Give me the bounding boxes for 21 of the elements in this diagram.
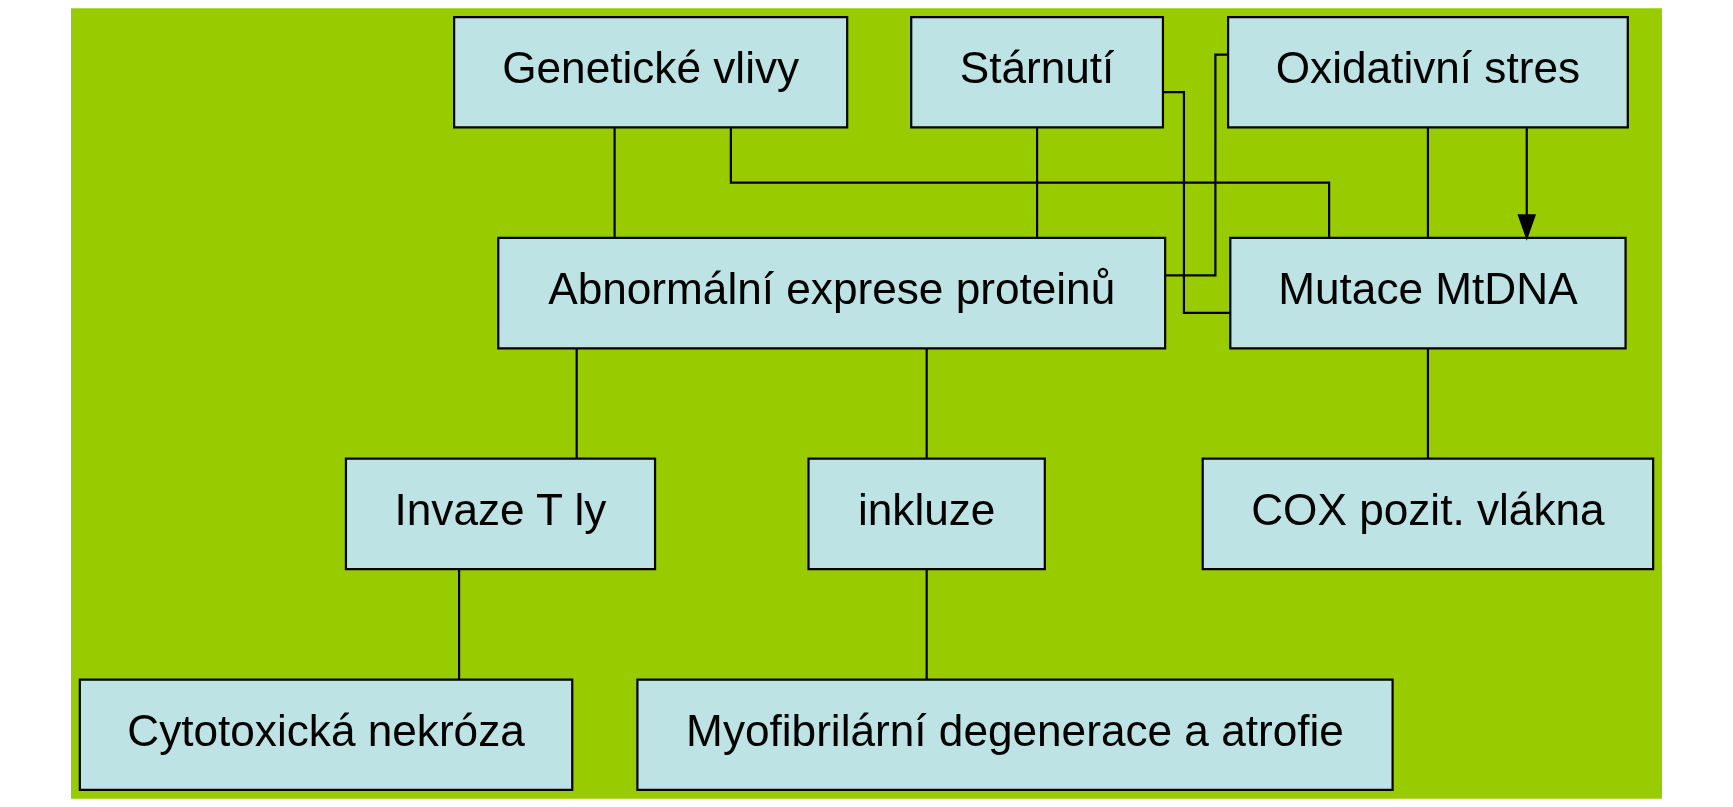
connector bbox=[925, 569, 928, 679]
node-box: Mutace MtDNA bbox=[1229, 236, 1627, 350]
connector bbox=[1426, 128, 1430, 238]
node-box: Oxidativní stres bbox=[1227, 15, 1629, 129]
node-box: Abnormální exprese proteinů bbox=[497, 236, 1167, 350]
node-box: COX pozit. vlákna bbox=[1201, 457, 1655, 571]
connector bbox=[1165, 53, 1229, 277]
node-box: Cytotoxická nekróza bbox=[78, 678, 574, 792]
connector bbox=[925, 348, 928, 459]
arrow bbox=[1517, 128, 1537, 241]
connector bbox=[1426, 348, 1430, 459]
connector bbox=[613, 128, 616, 238]
node-box: Genetické vlivy bbox=[453, 15, 849, 129]
node-box: inkluze bbox=[807, 457, 1046, 571]
connector bbox=[575, 348, 578, 459]
node-box: Myofibrilární degenerace a atrofie bbox=[636, 678, 1394, 792]
node-box: Stárnutí bbox=[910, 15, 1165, 129]
node-box: Invaze T ly bbox=[344, 457, 657, 571]
connector bbox=[1035, 128, 1039, 238]
connector bbox=[458, 569, 461, 679]
connector bbox=[729, 128, 1331, 238]
